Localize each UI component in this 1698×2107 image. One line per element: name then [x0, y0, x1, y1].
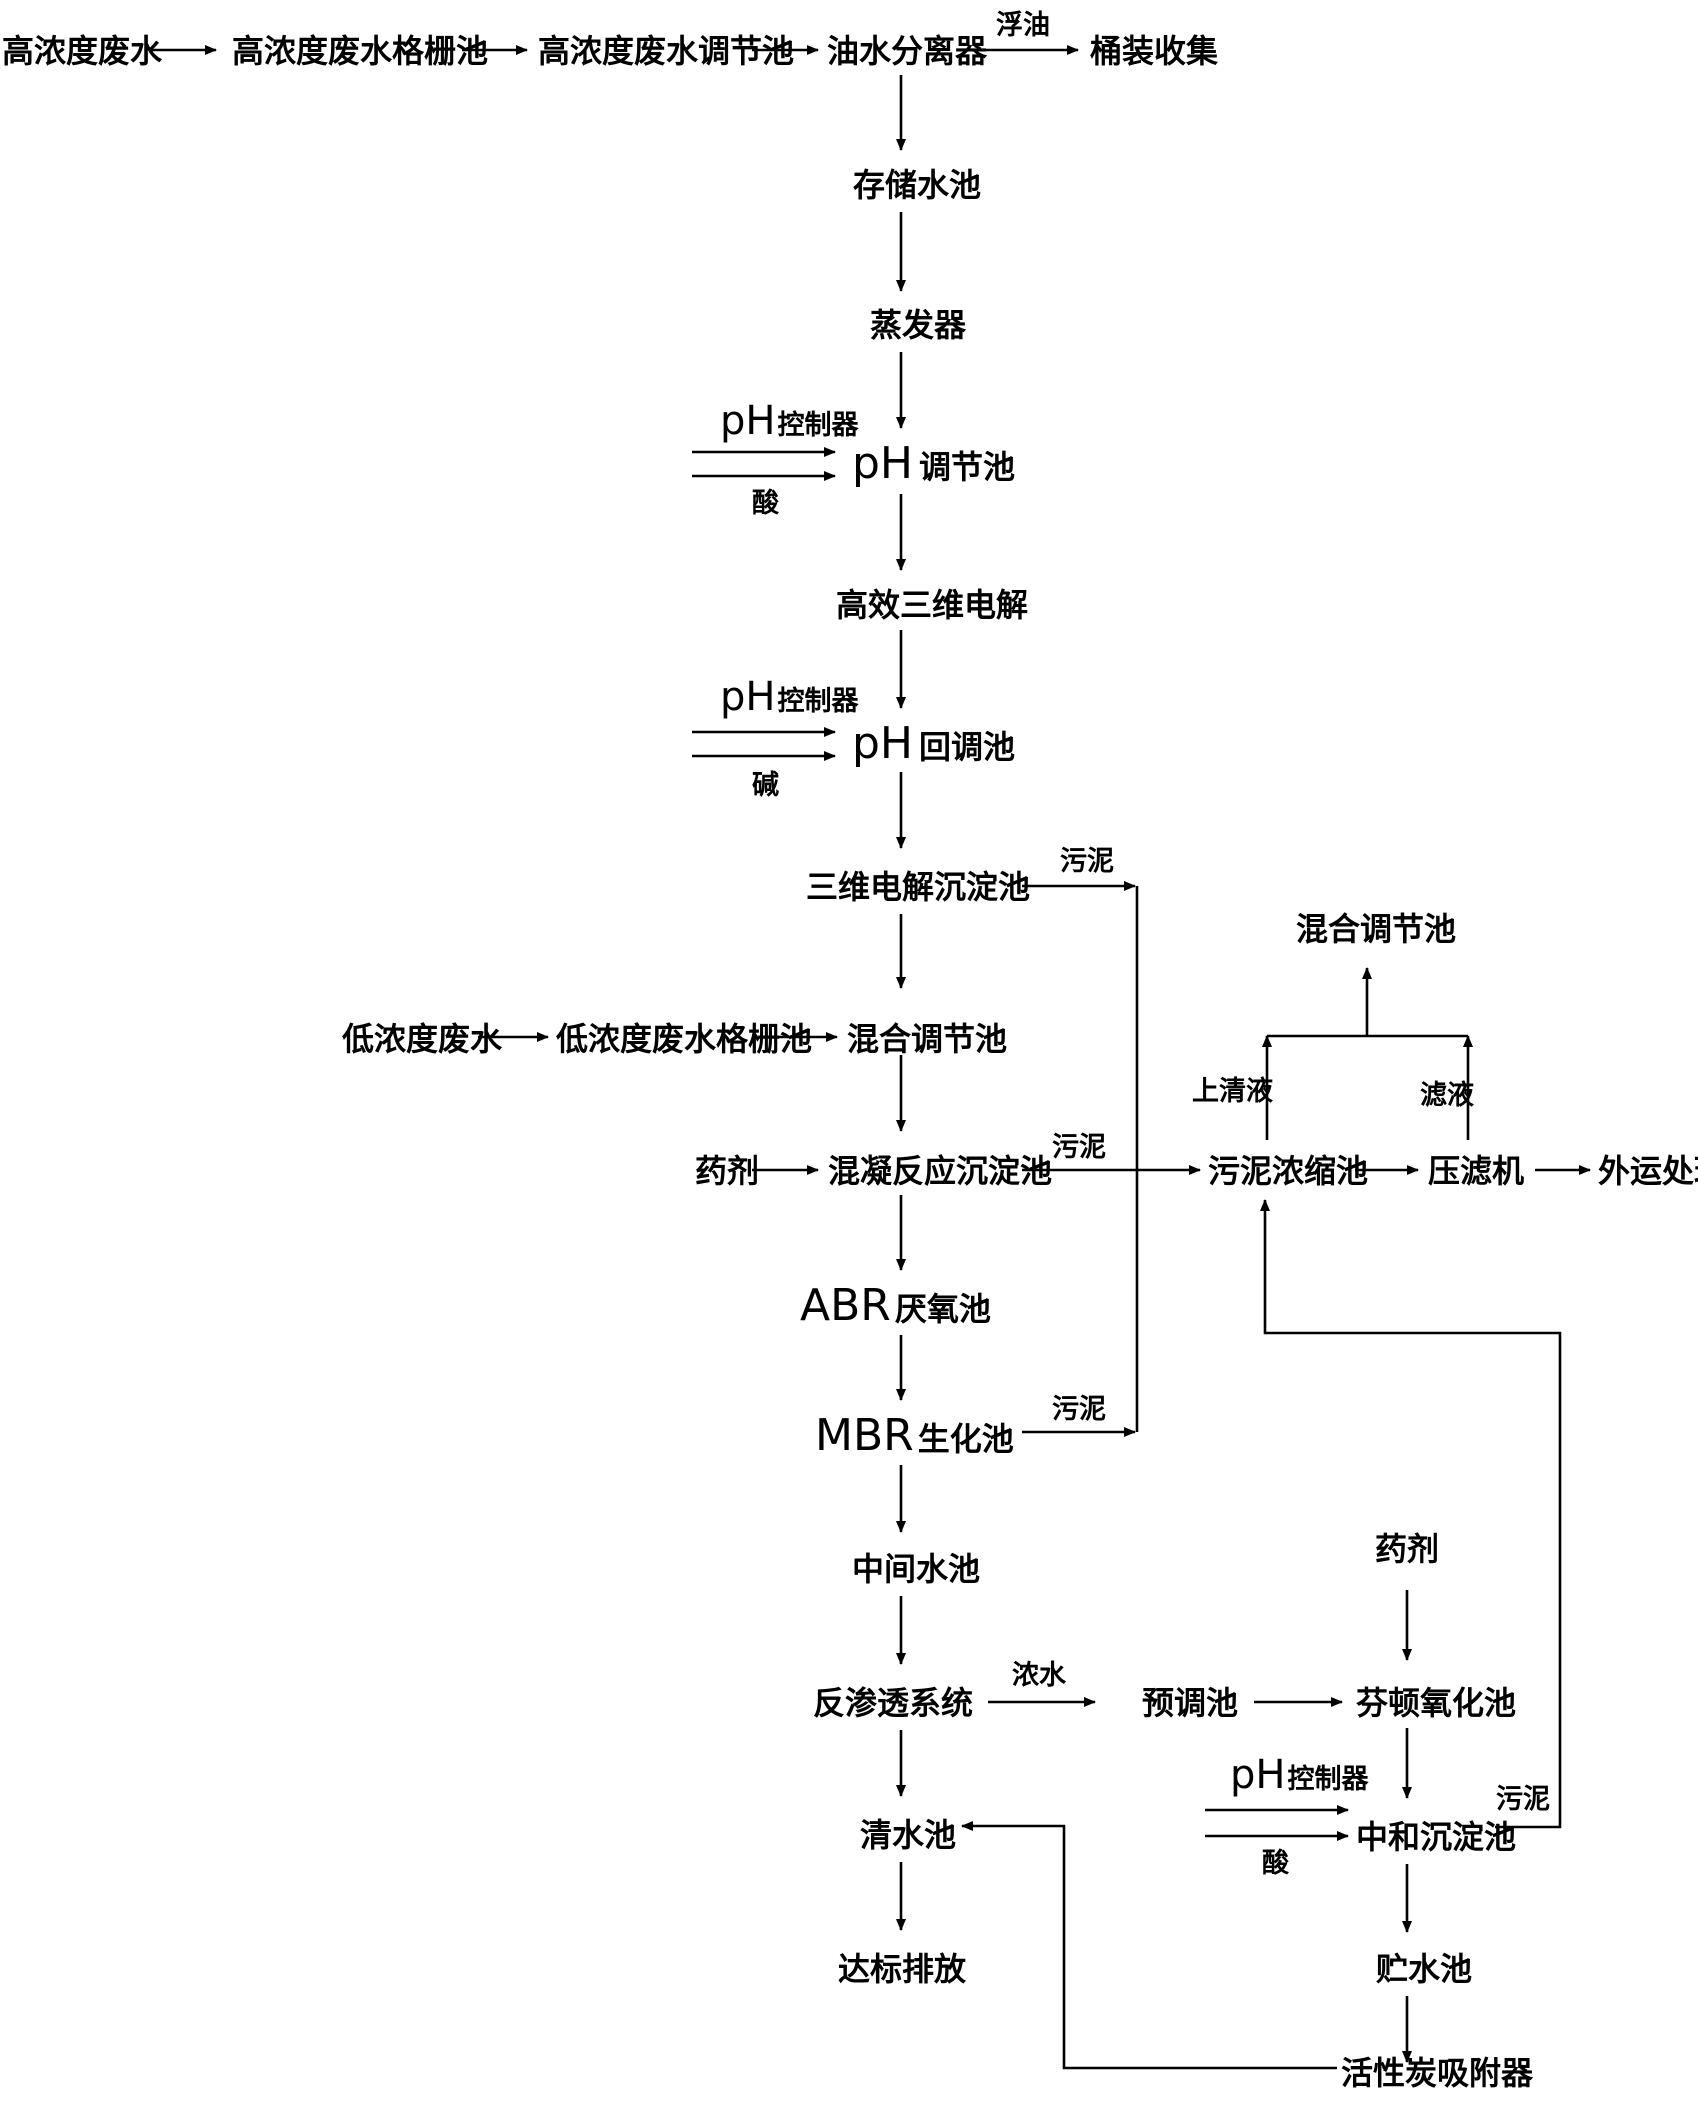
label-concentrate: 浓水	[1012, 1660, 1067, 1691]
ph-controller-1-label: pH控制器	[720, 398, 859, 444]
ph-controller-3-prefix: pH	[1230, 1752, 1285, 1798]
node-chemical-agent-1: 药剂	[695, 1152, 759, 1190]
node-reverse-osmosis: 反渗透系统	[813, 1684, 973, 1722]
abr-label: 厌氧池	[895, 1290, 991, 1328]
node-activated-carbon: 活性炭吸附器	[1341, 2054, 1534, 2092]
node-high-conc-grid-tank: 高浓度废水格栅池	[232, 32, 488, 70]
node-storage-tank: 存储水池	[853, 166, 981, 204]
node-barrel-collection: 桶装收集	[1090, 32, 1218, 70]
node-fenton-oxidation: 芬顿氧化池	[1356, 1684, 1516, 1722]
node-coagulation-settling: 混凝反应沉淀池	[828, 1152, 1052, 1190]
node-external-disposal: 外运处理	[1598, 1152, 1698, 1190]
node-low-conc-grid-tank: 低浓度废水格栅池	[556, 1020, 812, 1058]
mbr-label: 生化池	[918, 1420, 1014, 1458]
node-filter-press: 压滤机	[1428, 1152, 1524, 1190]
node-chemical-agent-2: 药剂	[1375, 1530, 1439, 1568]
node-pre-adjust-tank: 预调池	[1142, 1684, 1238, 1722]
ph-readjust-prefix: pH	[852, 718, 913, 769]
ph-readjust-label: 回调池	[919, 728, 1015, 766]
ph-controller-1-prefix: pH	[720, 398, 775, 444]
ph-controller-1-reagent: 酸	[752, 488, 780, 519]
node-high-conc-adjust-tank: 高浓度废水调节池	[538, 32, 794, 70]
node-mixed-adjust-tank-return: 混合调节池	[1296, 910, 1456, 948]
arrow-neutral-sludge-return	[1260, 1199, 1562, 1829]
label-supernatant: 上清液	[1192, 1076, 1273, 1107]
ph-controllers: pH控制器 酸 pH控制器 碱 pH控制器 酸	[720, 398, 1369, 1879]
mbr-prefix: MBR	[815, 1410, 914, 1461]
nodes: 高浓度废水 高浓度废水格栅池 高浓度废水调节池 油水分离器 桶装收集 存储水池 …	[2, 32, 1698, 2092]
label-sludge-3: 污泥	[1052, 1394, 1106, 1425]
node-clean-water-tank: 清水池	[860, 1816, 956, 1854]
label-sludge-4: 污泥	[1496, 1784, 1550, 1815]
node-intermediate-tank: 中间水池	[852, 1550, 980, 1588]
node-sludge-thickener: 污泥浓缩池	[1208, 1152, 1368, 1190]
node-electrolysis-settling: 三维电解沉淀池	[806, 868, 1030, 906]
ph-controller-3-reagent: 酸	[1262, 1848, 1290, 1879]
node-reservoir: 贮水池	[1376, 1950, 1472, 1988]
ph-controller-1-text: 控制器	[777, 410, 859, 441]
abr-prefix: ABR	[800, 1280, 891, 1331]
node-high-conc-wastewater: 高浓度废水	[2, 32, 163, 70]
connectors	[150, 45, 1591, 2070]
ph-adjust-label: 调节池	[919, 448, 1015, 486]
label-sludge-1: 污泥	[1060, 846, 1114, 877]
node-electrolysis-3d: 高效三维电解	[836, 586, 1028, 624]
label-floating-oil: 浮油	[996, 10, 1050, 41]
ph-controller-3-label: pH控制器	[1230, 1752, 1369, 1798]
label-sludge-2: 污泥	[1052, 1132, 1106, 1163]
ph-adjust-prefix: pH	[852, 438, 913, 489]
node-mixed-adjust-tank: 混合调节池	[847, 1020, 1007, 1058]
node-oil-water-separator: 油水分离器	[827, 32, 988, 70]
ph-controller-3-text: 控制器	[1287, 1764, 1369, 1795]
ph-controller-2-reagent: 碱	[752, 770, 779, 801]
ph-controller-2-text: 控制器	[777, 686, 859, 717]
label-filtrate: 滤液	[1420, 1080, 1474, 1111]
edge-labels: 浮油 污泥 污泥 污泥 污泥 上清液 滤液 浓水	[996, 10, 1550, 1815]
ph-controller-2-label: pH控制器	[720, 674, 859, 720]
node-neutral-settling: 中和沉淀池	[1356, 1818, 1516, 1856]
arrow-carbon-to-clean	[961, 1821, 1337, 2070]
node-evaporator: 蒸发器	[870, 306, 967, 344]
ph-controller-2-prefix: pH	[720, 674, 775, 720]
node-low-conc-wastewater: 低浓度废水	[342, 1020, 503, 1058]
node-discharge: 达标排放	[838, 1950, 967, 1988]
